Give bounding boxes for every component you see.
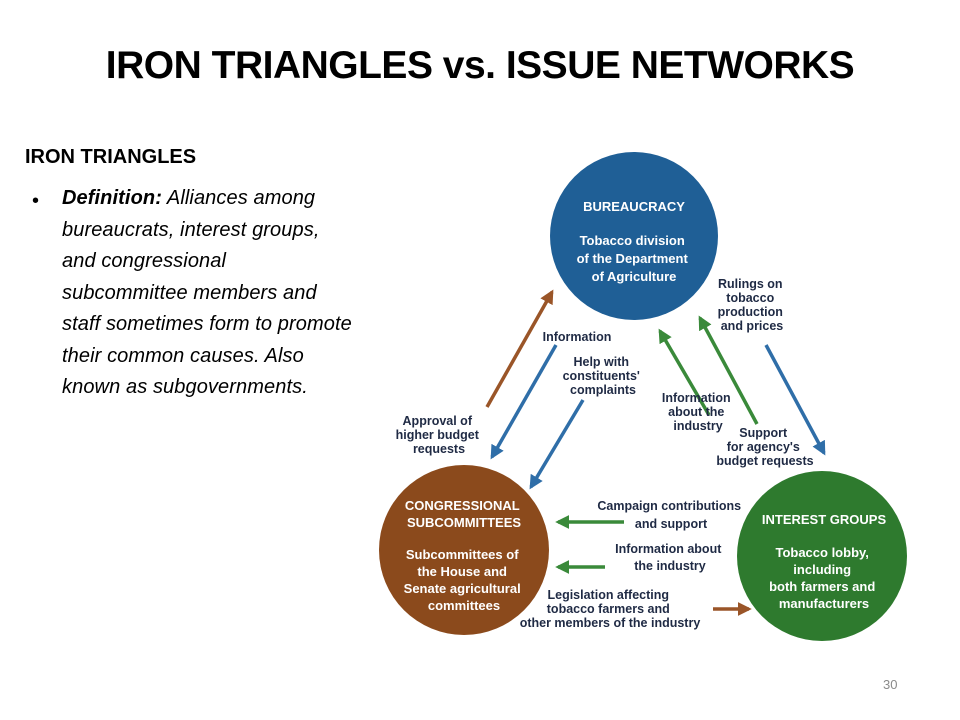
label-rulings: Rulings on tobacco production and prices [718,277,787,333]
label-campaign: Campaign contributions and support [597,499,744,531]
definition-text: Alliances among bureaucrats, interest gr… [62,187,352,398]
definition-bullet: Definition: Alliances among bureaucrats,… [62,183,352,404]
arrow-info-about-industry [658,328,711,416]
arrow-support [698,315,759,425]
arrow-approval [485,289,554,408]
definition-term: Definition: [62,187,162,209]
bureaucracy-node [550,152,718,320]
slide-title: IRON TRIANGLES vs. ISSUE NETWORKS [105,44,855,87]
label-help: Help with constituents' complaints [563,355,644,397]
section-heading: IRON TRIANGLES [25,146,197,168]
interest-groups-description: Tobacco lobby, including both farmers an… [769,545,879,611]
label-info-bottom: Information about the industry [615,542,725,573]
label-legislation: Legislation affecting tobacco farmers an… [520,588,701,630]
label-approval: Approval of higher budget requests [396,414,483,456]
label-info-about-industry: Information about the industry [662,391,734,433]
bullet-marker: • [32,190,40,212]
page-number: 30 [883,677,898,692]
arrow-help [529,399,585,490]
label-information-left: Information [543,330,612,344]
interest-groups-node [737,471,907,641]
bureaucracy-title: BUREAUCRACY [583,199,685,214]
congress-node [379,465,549,635]
bureaucracy-description: Tobacco division of the Department of Ag… [577,233,692,284]
congress-description: Subcommittees of the House and Senate ag… [404,547,525,613]
arrow-rulings [764,344,826,456]
congress-title: CONGRESSIONAL SUBCOMMITTEES [405,498,523,530]
interest-groups-title: INTEREST GROUPS [762,512,887,527]
label-support: Support for agency's budget requests [716,426,813,468]
arrow-information-left [490,344,558,460]
